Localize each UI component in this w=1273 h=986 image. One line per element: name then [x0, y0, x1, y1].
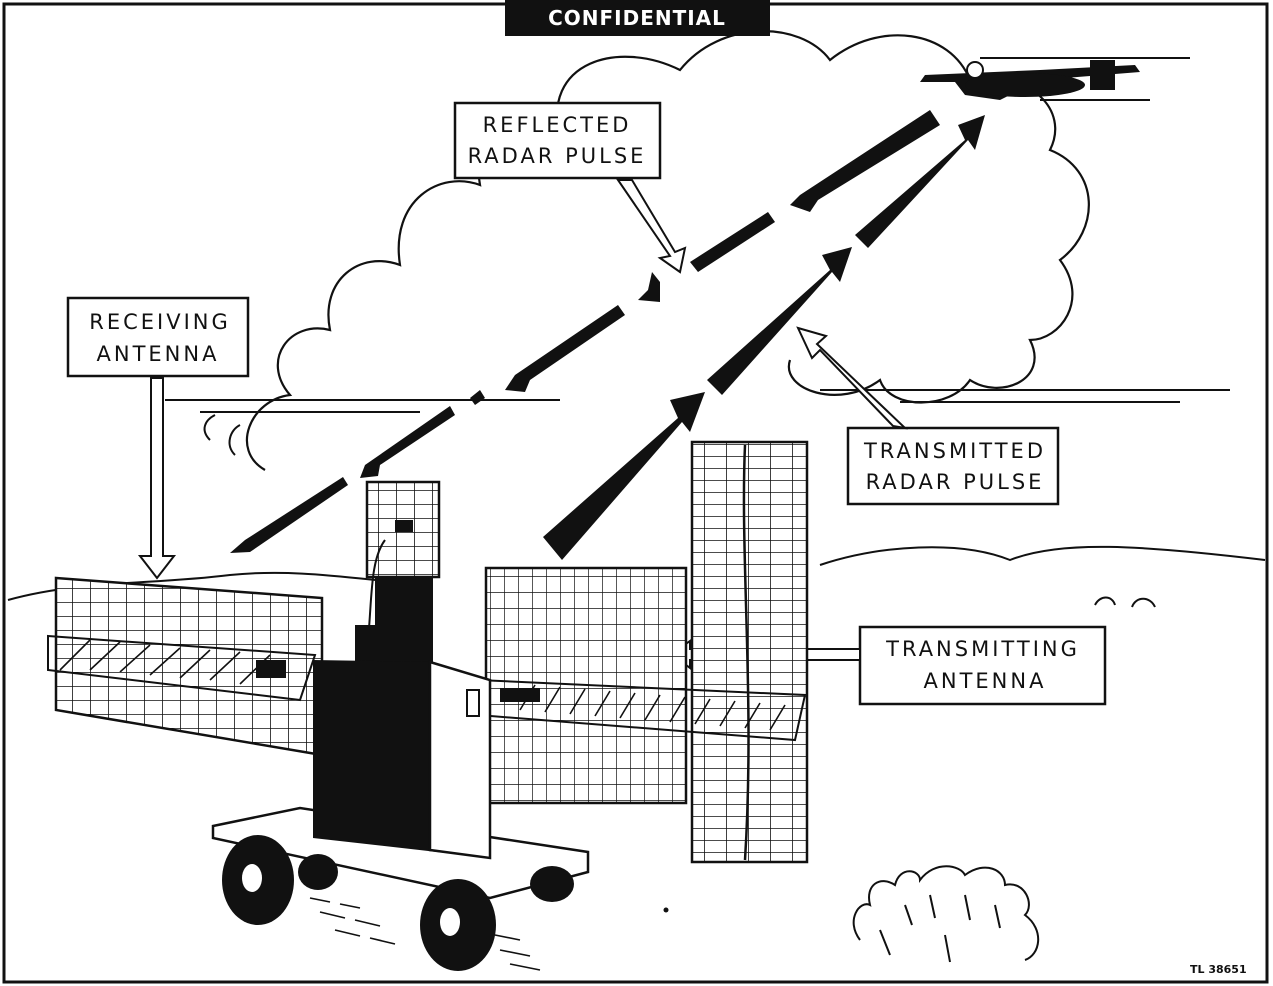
- equipment-cart: [211, 578, 590, 971]
- mast-antenna: [365, 480, 441, 641]
- transmitting-antenna-horizontal: [477, 566, 807, 805]
- receiving-antenna: [47, 576, 324, 757]
- label-receiving-antenna: RECEIVING ANTENNA: [66, 296, 250, 580]
- transmitting-antenna-vertical: [690, 440, 809, 864]
- wheel-right-rear: [530, 866, 574, 902]
- cloud: [245, 30, 1090, 471]
- pointer-arrow-transmitted: [796, 326, 909, 430]
- label-transmitted-line1: TRANSMITTED: [863, 439, 1046, 463]
- label-reflected-line2: RADAR PULSE: [468, 144, 647, 168]
- sky-lines: [165, 57, 1230, 413]
- header-stamp: CONFIDENTIAL: [505, 0, 770, 36]
- reflected-pulse: [230, 110, 940, 553]
- label-reflected-pulse: REFLECTED RADAR PULSE: [453, 101, 687, 274]
- label-receiving-line1: RECEIVING: [89, 310, 231, 334]
- airplane: [920, 60, 1140, 100]
- label-transmitted-line2: RADAR PULSE: [866, 470, 1045, 494]
- figure-code: TL 38651: [1190, 963, 1247, 976]
- label-receiving-line2: ANTENNA: [97, 342, 220, 366]
- label-transmitted-pulse: TRANSMITTED RADAR PULSE: [796, 326, 1060, 506]
- stamp-text: CONFIDENTIAL: [548, 6, 726, 30]
- pointer-arrow-reflected: [616, 179, 687, 274]
- ground-dashes: [309, 897, 541, 971]
- stray-dot: [663, 907, 669, 913]
- transmitted-pulse: [543, 115, 985, 560]
- pointer-arrow-receiving: [137, 377, 177, 580]
- label-transmitting-line1: TRANSMITTING: [885, 637, 1080, 661]
- label-transmitting-line2: ANTENNA: [924, 669, 1047, 693]
- bushes: [852, 865, 1040, 963]
- cloud-wisps: [203, 414, 241, 456]
- label-reflected-line1: REFLECTED: [483, 113, 632, 137]
- label-transmitting-antenna: TRANSMITTING ANTENNA: [670, 625, 1107, 706]
- wheel-left-rear: [298, 854, 338, 890]
- distant-trees: [1094, 596, 1156, 608]
